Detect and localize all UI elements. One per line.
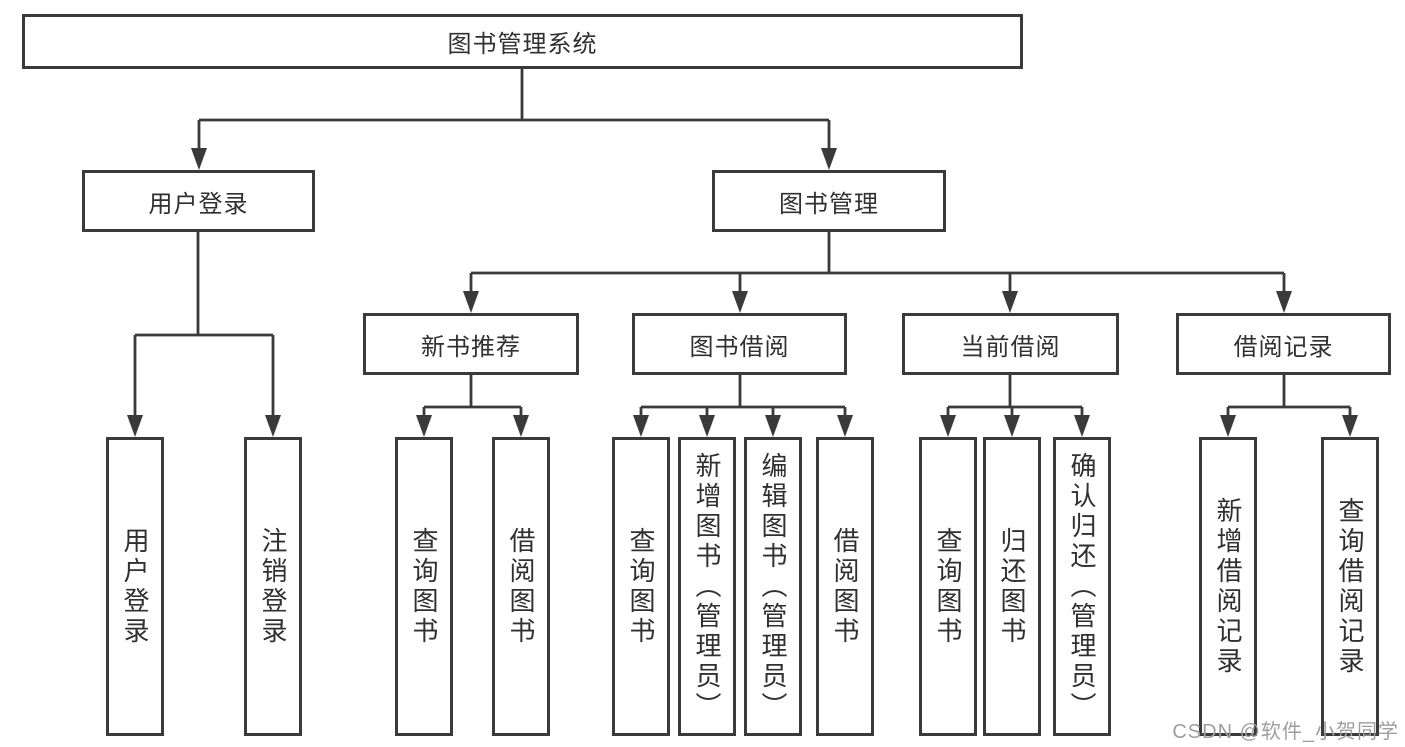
- leaf-confirm-return-admin-label: 确认归还（管理员）: [1067, 451, 1097, 722]
- leaf-query-borrow-record-label: 查询借阅记录: [1335, 496, 1365, 677]
- node-borrow-records-label: 借阅记录: [1233, 333, 1334, 361]
- leaf-borrow-books-recommend: 借阅图书: [492, 437, 550, 736]
- leaf-confirm-return-admin: 确认归还（管理员）: [1053, 437, 1111, 736]
- node-book-borrowing-label: 图书借阅: [689, 333, 790, 361]
- leaf-query-books-borrowing-label: 查询图书: [626, 526, 656, 647]
- node-book-management-label: 图书管理: [779, 190, 879, 218]
- leaf-query-books-current: 查询图书: [919, 437, 977, 736]
- node-book-management: 图书管理: [712, 170, 946, 232]
- node-book-borrowing: 图书借阅: [632, 313, 847, 375]
- csdn-watermark: CSDN @软件_小贺同学: [1172, 721, 1399, 743]
- node-root: 图书管理系统: [22, 14, 1023, 69]
- node-user-login: 用户登录: [82, 170, 315, 232]
- node-new-book-recommend-label: 新书推荐: [421, 333, 521, 361]
- node-new-book-recommend: 新书推荐: [363, 313, 579, 375]
- leaf-return-book-label: 归还图书: [997, 526, 1027, 647]
- leaf-add-book-admin: 新增图书（管理员）: [678, 437, 736, 736]
- leaf-query-borrow-record: 查询借阅记录: [1321, 437, 1379, 736]
- leaf-return-book: 归还图书: [983, 437, 1041, 736]
- node-borrow-records: 借阅记录: [1176, 313, 1391, 375]
- leaf-borrow-books-recommend-label: 借阅图书: [506, 526, 536, 647]
- node-current-borrowing-label: 当前借阅: [960, 333, 1061, 361]
- leaf-add-book-admin-label: 新增图书（管理员）: [692, 451, 722, 722]
- leaf-add-borrow-record: 新增借阅记录: [1199, 437, 1257, 736]
- leaf-add-borrow-record-label: 新增借阅记录: [1213, 496, 1243, 677]
- leaf-query-books-recommend: 查询图书: [395, 437, 453, 736]
- leaf-logout-label: 注销登录: [258, 526, 288, 647]
- leaf-query-books-borrowing: 查询图书: [612, 437, 670, 736]
- leaf-edit-book-admin-label: 编辑图书（管理员）: [758, 451, 788, 722]
- leaf-borrow-books-borrowing-label: 借阅图书: [830, 526, 860, 647]
- leaf-user-login: 用户登录: [106, 437, 164, 736]
- leaf-edit-book-admin: 编辑图书（管理员）: [744, 437, 802, 736]
- leaf-query-books-current-label: 查询图书: [933, 526, 963, 647]
- node-root-label: 图书管理系统: [447, 31, 598, 58]
- leaf-query-books-recommend-label: 查询图书: [409, 526, 439, 647]
- node-user-login-label: 用户登录: [148, 190, 249, 218]
- node-current-borrowing: 当前借阅: [902, 313, 1119, 375]
- leaf-borrow-books-borrowing: 借阅图书: [816, 437, 874, 736]
- leaf-user-login-label: 用户登录: [120, 526, 150, 647]
- leaf-logout: 注销登录: [244, 437, 302, 736]
